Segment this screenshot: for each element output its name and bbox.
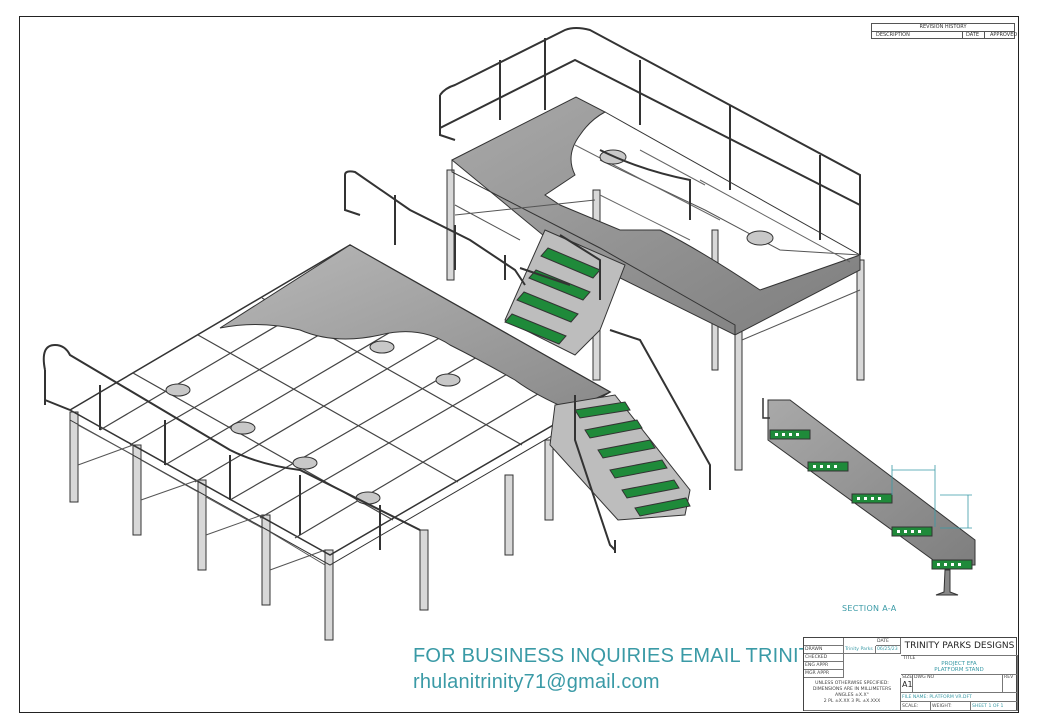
tb-size-header: SIZE [902, 675, 913, 680]
tb-title-header: TITLE [903, 656, 916, 661]
section-label: SECTION A-A [842, 604, 897, 613]
rev-col-approved: APPROVED [990, 32, 1018, 38]
upper-railing [439, 27, 861, 255]
inquiry-line-1: FOR BUSINESS INQUIRIES EMAIL TRINITY: [413, 645, 830, 667]
tb-title-line-1: PROJECT EFA [941, 661, 977, 667]
company-name: TRINITY PARKS DESIGNS [901, 638, 1018, 656]
tb-blank [804, 638, 844, 646]
revision-history-title: REVISION HISTORY [872, 24, 1014, 32]
title-block: DATE DRAWN Trinity Parks 06/25/23 CHECKE… [803, 637, 1018, 711]
tb-sheet: SHEET 1 OF 1 [971, 702, 1018, 711]
tb-note-line: UNLESS OTHERWISE SPECIFIED: [815, 681, 889, 686]
tb-note-line: 2 PL ±X.XX 3 PL ±X.XXX [823, 699, 881, 704]
tb-date-header: DATE [876, 638, 901, 646]
tb-scale: SCALE: [901, 702, 931, 711]
rev-divider [984, 31, 985, 39]
tb-drawn-name: Trinity Parks [844, 646, 876, 654]
tb-size: A1 [902, 680, 913, 689]
tb-checked: CHECKED [804, 654, 844, 662]
tb-title-cell: TITLE PROJECT EFA PLATFORM STAND [901, 655, 1018, 675]
rev-col-date: DATE [966, 32, 980, 38]
tb-drawn-date: 06/25/23 [876, 646, 901, 654]
tb-dwg-no: DWG NO [913, 675, 1003, 693]
tb-file-name: FILE NAME: PLATFORM VR.DFT [901, 693, 1018, 702]
drawing-border [19, 16, 1019, 713]
tb-weight: WEIGHT: [931, 702, 971, 711]
upper-stairs [504, 229, 626, 356]
upper-platform [439, 27, 865, 471]
revision-history-table: REVISION HISTORY DESCRIPTION DATE APPROV… [871, 23, 1018, 39]
tb-note-line: ANGLES ±X.X° [835, 693, 869, 698]
upper-deck [451, 96, 861, 336]
tb-rev: REV [1003, 675, 1018, 693]
tb-eng-appr: ENG APPR [804, 662, 844, 670]
lower-stairs [549, 329, 711, 553]
section-a-a-view [762, 398, 976, 596]
lower-platform [42, 170, 612, 641]
tb-note-line: DIMENSIONS ARE IN MILLIMETERS [812, 687, 892, 692]
business-inquiry-text: FOR BUSINESS INQUIRIES EMAIL TRINITY: rh… [413, 643, 829, 695]
tb-title-line-2: PLATFORM STAND [934, 667, 984, 673]
rev-divider [962, 31, 963, 39]
inquiry-email: rhulanitrinity71@gmail.com [413, 671, 660, 693]
lower-deck [219, 244, 612, 411]
tb-mgr-appr: MGR APPR [804, 670, 844, 678]
tb-notes: UNLESS OTHERWISE SPECIFIED: DIMENSIONS A… [804, 678, 901, 711]
tb-size-cell: SIZE A1 [901, 675, 913, 693]
tb-drawn: DRAWN [804, 646, 844, 654]
lower-platform-legs [69, 411, 554, 641]
lower-railing [42, 170, 526, 550]
rev-col-description: DESCRIPTION [876, 32, 910, 38]
